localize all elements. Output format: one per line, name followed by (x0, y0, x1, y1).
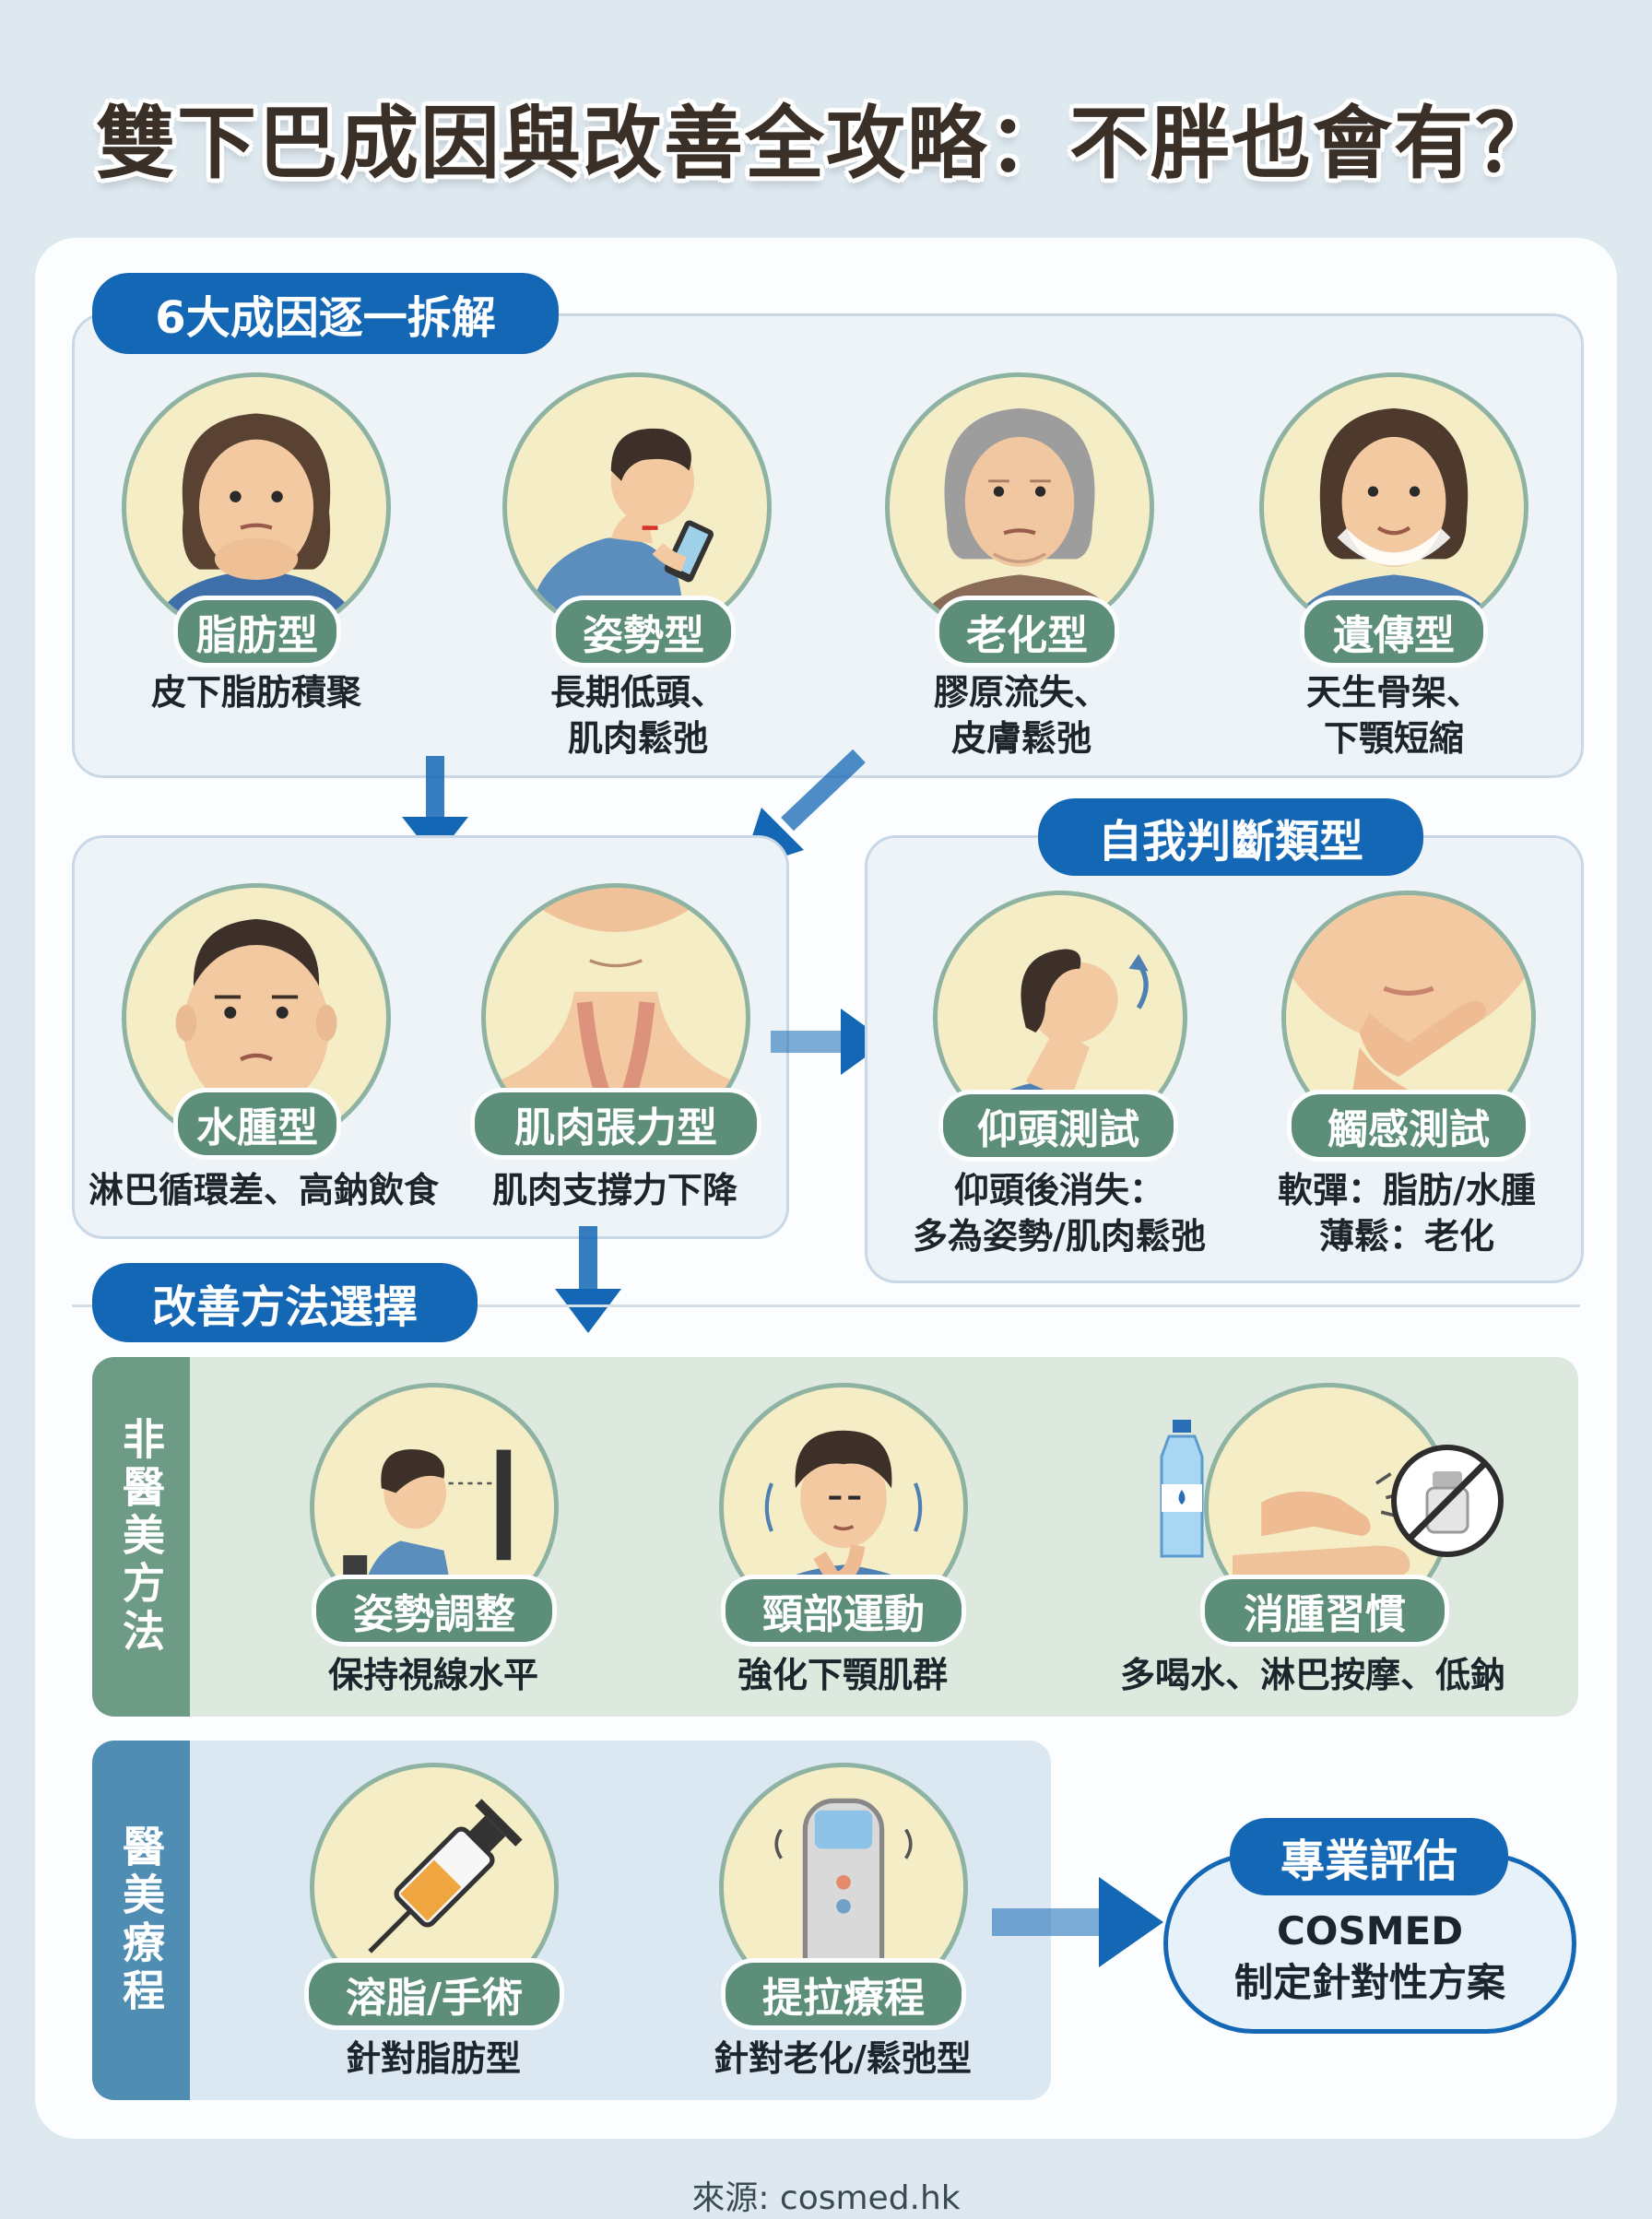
cause-name-muscle-tension: 肌肉張力型 (470, 1088, 761, 1160)
cause-desc-posture: 長期低頭、 肌肉鬆弛 (472, 669, 804, 761)
test-desc-touch: 軟彈：脂肪/水腫 薄鬆：老化 (1222, 1167, 1591, 1259)
test-desc-tilt-head: 仰頭後消失： 多為姿勢/肌肉鬆弛 (879, 1167, 1239, 1259)
method-desc-anti-swelling: 多喝水、淋巴按摩、低鈉 (1119, 1655, 1505, 1695)
cause-name-edema: 水腫型 (173, 1088, 341, 1160)
cause-name-fat: 脂肪型 (173, 596, 341, 667)
water-bottle-icon (1156, 1420, 1208, 1560)
assessment-line1: COSMED (1276, 1908, 1464, 1953)
method-desc-neck-exercise: 強化下顎肌群 (737, 1655, 948, 1695)
assessment-line2: 制定針對性方案 (1233, 1960, 1505, 2005)
cause-desc-line: 肌肉支撐力下降 (491, 1170, 738, 1210)
cause-name-aging: 老化型 (935, 596, 1119, 667)
treatment-desc-lifting: 針對老化/鬆弛型 (714, 2038, 972, 2079)
cause-desc-line: 下顎短縮 (1323, 718, 1464, 759)
method-desc-posture-adjust: 保持視線水平 (327, 1655, 538, 1695)
cause-desc-edema: 淋巴循環差、高鈉飲食 (79, 1167, 448, 1213)
cause-desc-muscle-tension: 肌肉支撐力下降 (444, 1167, 785, 1213)
test-desc-line: 薄鬆：老化 (1318, 1216, 1494, 1257)
test-desc-line: 軟彈：脂肪/水腫 (1278, 1170, 1536, 1210)
cause-desc-line: 肌肉鬆弛 (567, 718, 708, 759)
source-credit: 來源: cosmed.hk (691, 2179, 961, 2217)
cause-desc-aging: 膠原流失、 皮膚鬆弛 (856, 669, 1187, 761)
cause-desc-line: 淋巴循環差、高鈉飲食 (88, 1170, 439, 1210)
treatment-desc-fat-dissolving: 針對脂肪型 (345, 2038, 521, 2079)
cause-name-posture: 姿勢型 (551, 596, 736, 667)
right-arrow-icon (992, 1871, 1167, 1973)
cause-desc-fat: 皮下脂肪積聚 (92, 669, 420, 715)
section-divider (72, 1304, 1580, 1307)
cause-desc-line: 皮膚鬆弛 (950, 718, 1092, 759)
medical-label: 醫美療程 (92, 1741, 190, 2100)
down-arrow-icon (551, 1226, 625, 1340)
cause-desc-line: 膠原流失、 (933, 672, 1109, 713)
assessment-title: 專業評估 (1230, 1818, 1508, 1895)
test-desc-line: 多為姿勢/肌肉鬆弛 (913, 1216, 1206, 1257)
cause-name-genetic: 遺傳型 (1300, 596, 1488, 667)
right-arrow-icon (771, 1005, 891, 1079)
improve-heading: 改善方法選擇 (92, 1263, 478, 1342)
cause-desc-line: 天生骨架、 (1305, 672, 1481, 713)
self-check-heading: 自我判斷類型 (1038, 798, 1423, 876)
test-name-tilt-head: 仰頭測試 (938, 1090, 1178, 1162)
test-desc-line: 仰頭後消失： (953, 1170, 1164, 1210)
method-name-neck-exercise: 頸部運動 (721, 1575, 966, 1647)
cause-desc-line: 長期低頭、 (549, 672, 726, 713)
method-name-posture-adjust: 姿勢調整 (312, 1575, 557, 1647)
cause-desc-line: 皮下脂肪積聚 (150, 672, 361, 713)
treatment-name-lifting: 提拉療程 (721, 1958, 966, 2030)
cause-desc-genetic: 天生骨架、 下顎短縮 (1228, 669, 1560, 761)
test-name-touch: 觸感測試 (1287, 1090, 1530, 1162)
no-salt-icon (1386, 1440, 1508, 1562)
non-medical-label: 非醫美方法 (92, 1357, 190, 1717)
aging-type-illustration (885, 372, 1154, 642)
causes-heading: 6大成因逐一拆解 (92, 273, 559, 354)
treatment-name-fat-dissolving: 溶脂/手術 (304, 1958, 564, 2030)
page-title: 雙下巴成因與改善全攻略：不胖也會有？ (96, 98, 1556, 190)
method-name-anti-swelling: 消腫習慣 (1200, 1575, 1449, 1647)
